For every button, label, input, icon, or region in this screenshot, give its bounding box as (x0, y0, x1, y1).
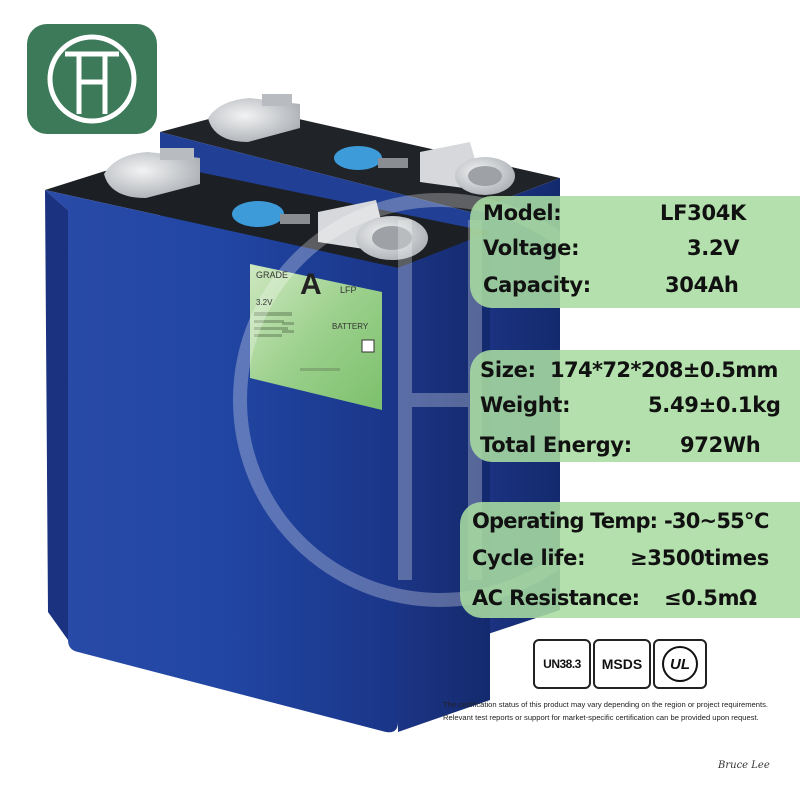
resistance-value: ≤0.5mΩ (664, 586, 757, 610)
cycle-value: ≥3500times (630, 546, 769, 570)
back-vent (334, 146, 408, 170)
spec-panel-performance (460, 502, 800, 618)
product-label-sticker (250, 264, 382, 410)
label-grade-letter: A (300, 268, 322, 301)
front-terminal-right (318, 200, 428, 260)
voltage-label: Voltage: (483, 236, 580, 260)
front-terminal-left (104, 148, 200, 198)
brand-logo (27, 24, 157, 134)
energy-label: Total Energy: (480, 433, 632, 457)
energy-value: 972Wh (680, 433, 761, 457)
cert-un383-badge: UN38.3 (533, 639, 591, 689)
back-terminal-right (420, 142, 515, 195)
capacity-label: Capacity: (483, 273, 591, 297)
label-grade-title: GRADE (256, 270, 289, 280)
spec-panel-physical (470, 350, 800, 462)
voltage-value: 3.2V (687, 236, 740, 260)
signature: Bruce Lee (718, 760, 770, 771)
model-value: LF304K (660, 201, 747, 225)
capacity-value: 304Ah (665, 273, 739, 297)
certification-disclaimer: The certification status of this product… (443, 700, 769, 722)
cert-msds-badge: MSDS (593, 639, 651, 689)
label-chemistry: LFP (340, 285, 357, 295)
cert-ul-badge: UL (653, 639, 707, 689)
ul-logo-icon: UL (662, 646, 698, 682)
label-voltage: 3.2V (256, 298, 273, 307)
spec-panel-basic (470, 196, 800, 308)
th-monogram-icon (47, 34, 137, 124)
temp-label: Operating Temp: (472, 509, 658, 533)
temp-value: -30~55℃ (664, 509, 769, 533)
size-value: 174*72*208±0.5mm (550, 358, 778, 382)
front-vent (232, 201, 310, 227)
model-label: Model: (483, 201, 562, 225)
back-terminal-left (208, 94, 300, 142)
size-label: Size: (480, 358, 536, 382)
cell-front-face (45, 190, 398, 733)
resistance-label: AC Resistance: (472, 586, 640, 610)
weight-label: Weight: (480, 393, 571, 417)
cycle-label: Cycle life: (472, 546, 586, 570)
label-battery-word: BATTERY (332, 322, 369, 331)
weight-value: 5.49±0.1kg (648, 393, 781, 417)
